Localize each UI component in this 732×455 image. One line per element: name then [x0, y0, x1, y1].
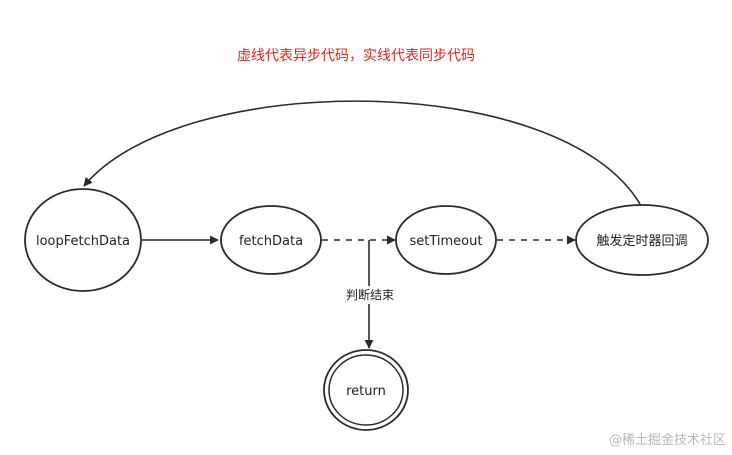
node-timer-callback-label: 触发定时器回调	[596, 233, 687, 249]
edge-label-bg	[336, 286, 404, 304]
edge-callback-to-loop	[83, 100, 641, 205]
node-timer-callback	[575, 204, 709, 276]
node-fetch-data	[220, 205, 322, 275]
node-return-outer	[323, 349, 409, 431]
node-return-label: return	[346, 384, 386, 399]
node-set-timeout-label: setTimeout	[410, 234, 483, 249]
diagram-title: 虚线代表异步代码，实线代表同步代码	[237, 48, 475, 64]
node-loop-fetch-data-label: loopFetchData	[36, 234, 130, 249]
node-set-timeout	[395, 205, 497, 275]
edge-label-judge-end: 判断结束	[346, 287, 394, 302]
node-fetch-data-label: fetchData	[239, 234, 303, 249]
node-return-inner	[328, 354, 404, 426]
watermark: @稀土掘金技术社区	[609, 432, 726, 448]
node-loop-fetch-data	[24, 188, 142, 292]
